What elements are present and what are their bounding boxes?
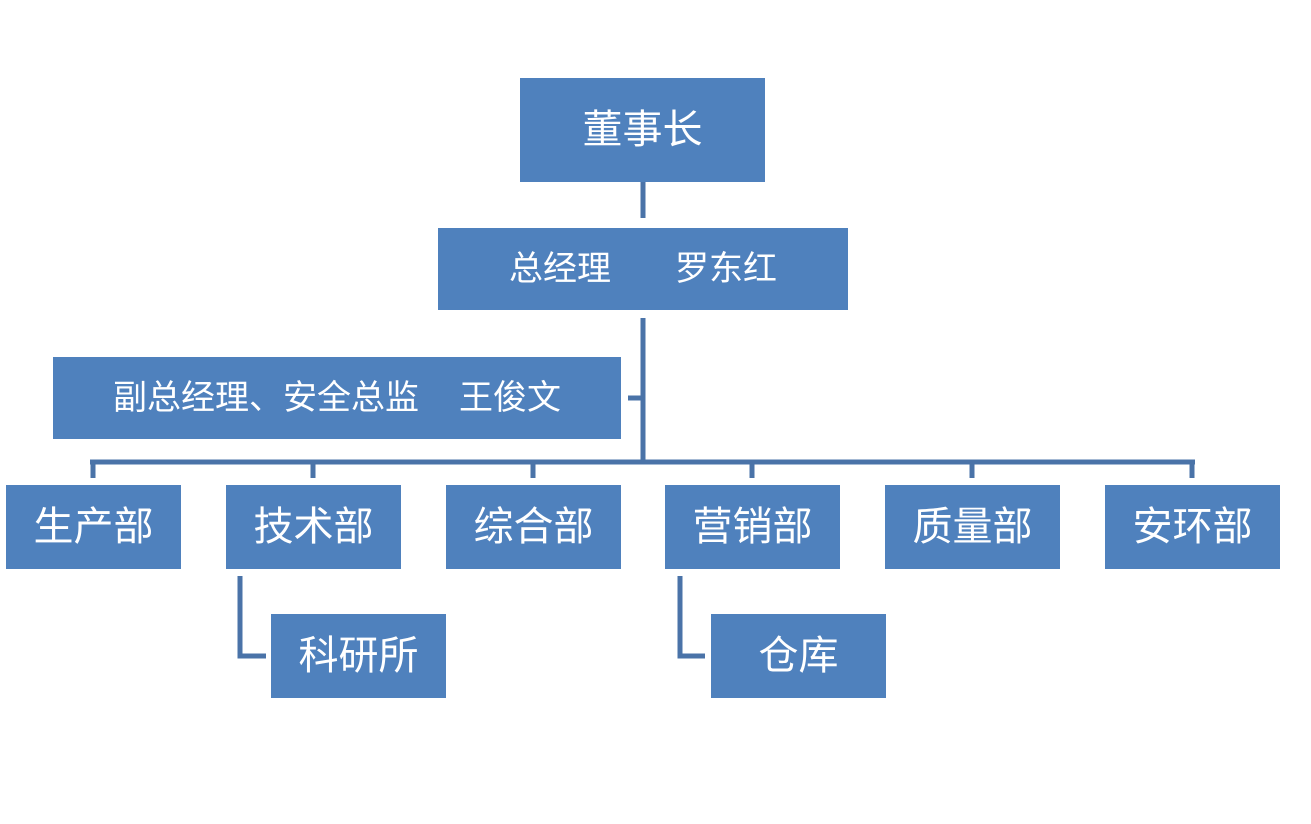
research-institute-label: 科研所 [298,633,419,679]
department-technology-box: 技术部 [226,485,401,569]
general-manager-box: 总经理 罗东红 [438,228,848,310]
deputy-manager-title: 副总经理、安全总监 [113,378,419,418]
department-label: 综合部 [473,504,594,550]
department-label: 技术部 [253,504,374,550]
department-label: 生产部 [33,504,154,550]
department-safety-environment-box: 安环部 [1105,485,1280,569]
general-manager-title: 总经理 [509,249,611,289]
warehouse-label: 仓库 [758,633,839,679]
chairman-title: 董事长 [582,107,703,153]
deputy-manager-box: 副总经理、安全总监 王俊文 [53,357,621,439]
department-general-affairs-box: 综合部 [446,485,621,569]
department-label: 安环部 [1132,504,1253,550]
research-institute-box: 科研所 [271,614,446,698]
department-label: 营销部 [692,504,813,550]
department-label: 质量部 [912,504,1033,550]
connector-tech-research [237,576,266,659]
connector-marketing-warehouse [677,576,705,659]
department-quality-box: 质量部 [885,485,1060,569]
department-marketing-box: 营销部 [665,485,840,569]
deputy-manager-name: 王俊文 [459,378,561,418]
department-production-box: 生产部 [6,485,181,569]
chairman-box: 董事长 [520,78,765,182]
warehouse-box: 仓库 [711,614,886,698]
general-manager-name: 罗东红 [675,249,777,289]
